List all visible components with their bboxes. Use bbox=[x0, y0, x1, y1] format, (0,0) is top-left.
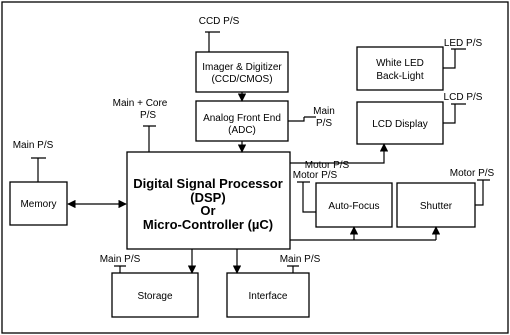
afe-main-ps-label-line2: P/S bbox=[316, 118, 332, 129]
led-power-tap: LED P/S bbox=[443, 38, 483, 69]
led-ps-label: LED P/S bbox=[444, 38, 483, 49]
memory-label: Memory bbox=[20, 199, 56, 210]
storage-power-tap: Main P/S bbox=[100, 254, 141, 273]
dsp-label-line2: (DSP) bbox=[190, 190, 225, 205]
afe-label-line2: (ADC) bbox=[228, 125, 256, 136]
afe-main-ps-label-line1: Main bbox=[313, 106, 335, 117]
autofocus-motor-ps-label: Motor P/S bbox=[293, 170, 338, 181]
ccd-power-tap: CCD P/S bbox=[199, 16, 240, 52]
shutter-motor-power-tap: Motor P/S bbox=[450, 168, 495, 206]
memory-block: Memory bbox=[9, 181, 68, 226]
dsp-to-lcd-arrow bbox=[290, 143, 389, 164]
autofocus-label: Auto-Focus bbox=[328, 201, 379, 212]
shutter-motor-ps-label: Motor P/S bbox=[450, 168, 495, 179]
dsp-label-line3: Or bbox=[200, 203, 215, 218]
white-led-label-line1: White LED bbox=[376, 58, 424, 69]
lcd-label: LCD Display bbox=[372, 119, 428, 130]
lcd-ps-label: LCD P/S bbox=[444, 92, 483, 103]
shutter-block: Shutter bbox=[396, 182, 476, 228]
lcd-block: LCD Display bbox=[356, 101, 444, 145]
afe-label-line1: Analog Front End bbox=[203, 113, 281, 124]
interface-power-tap: Main P/S bbox=[280, 254, 321, 273]
white-led-block: White LED Back-Light bbox=[356, 46, 444, 91]
autofocus-motor-power-tap: Motor P/S bbox=[293, 170, 338, 213]
white-led-label-line2: Back-Light bbox=[376, 71, 423, 82]
lcd-power-tap: LCD P/S bbox=[443, 92, 483, 124]
storage-main-ps-label: Main P/S bbox=[100, 254, 141, 265]
imager-label-line1: Imager & Digitizer bbox=[202, 62, 282, 73]
main-core-ps-label-line1: Main + Core bbox=[113, 98, 168, 109]
afe-block: Analog Front End (ADC) bbox=[195, 100, 289, 142]
storage-block: Storage bbox=[111, 272, 199, 318]
ccd-ps-label: CCD P/S bbox=[199, 16, 240, 27]
interface-label: Interface bbox=[249, 291, 288, 302]
dsp-label-line1: Digital Signal Processor bbox=[133, 176, 283, 191]
dsp-label-line4: Micro-Controller (µC) bbox=[143, 217, 273, 232]
interface-block: Interface bbox=[226, 272, 310, 318]
dsp-block: Digital Signal Processor (DSP) Or Micro-… bbox=[126, 151, 291, 250]
shutter-label: Shutter bbox=[420, 201, 453, 212]
imager-label-line2: (CCD/CMOS) bbox=[211, 74, 272, 85]
autofocus-block: Auto-Focus bbox=[315, 182, 393, 228]
afe-main-power-tap: Main P/S bbox=[288, 106, 335, 129]
storage-label: Storage bbox=[137, 291, 172, 302]
motor-bus-ps-label: Motor P/S bbox=[305, 160, 350, 171]
imager-block: Imager & Digitizer (CCD/CMOS) bbox=[195, 51, 289, 93]
memory-main-ps-label: Main P/S bbox=[13, 140, 54, 151]
main-core-ps-label-line2: P/S bbox=[140, 110, 156, 121]
memory-power-tap: Main P/S bbox=[13, 140, 54, 182]
main-core-power-tap: Main + Core P/S bbox=[113, 98, 168, 152]
interface-main-ps-label: Main P/S bbox=[280, 254, 321, 265]
